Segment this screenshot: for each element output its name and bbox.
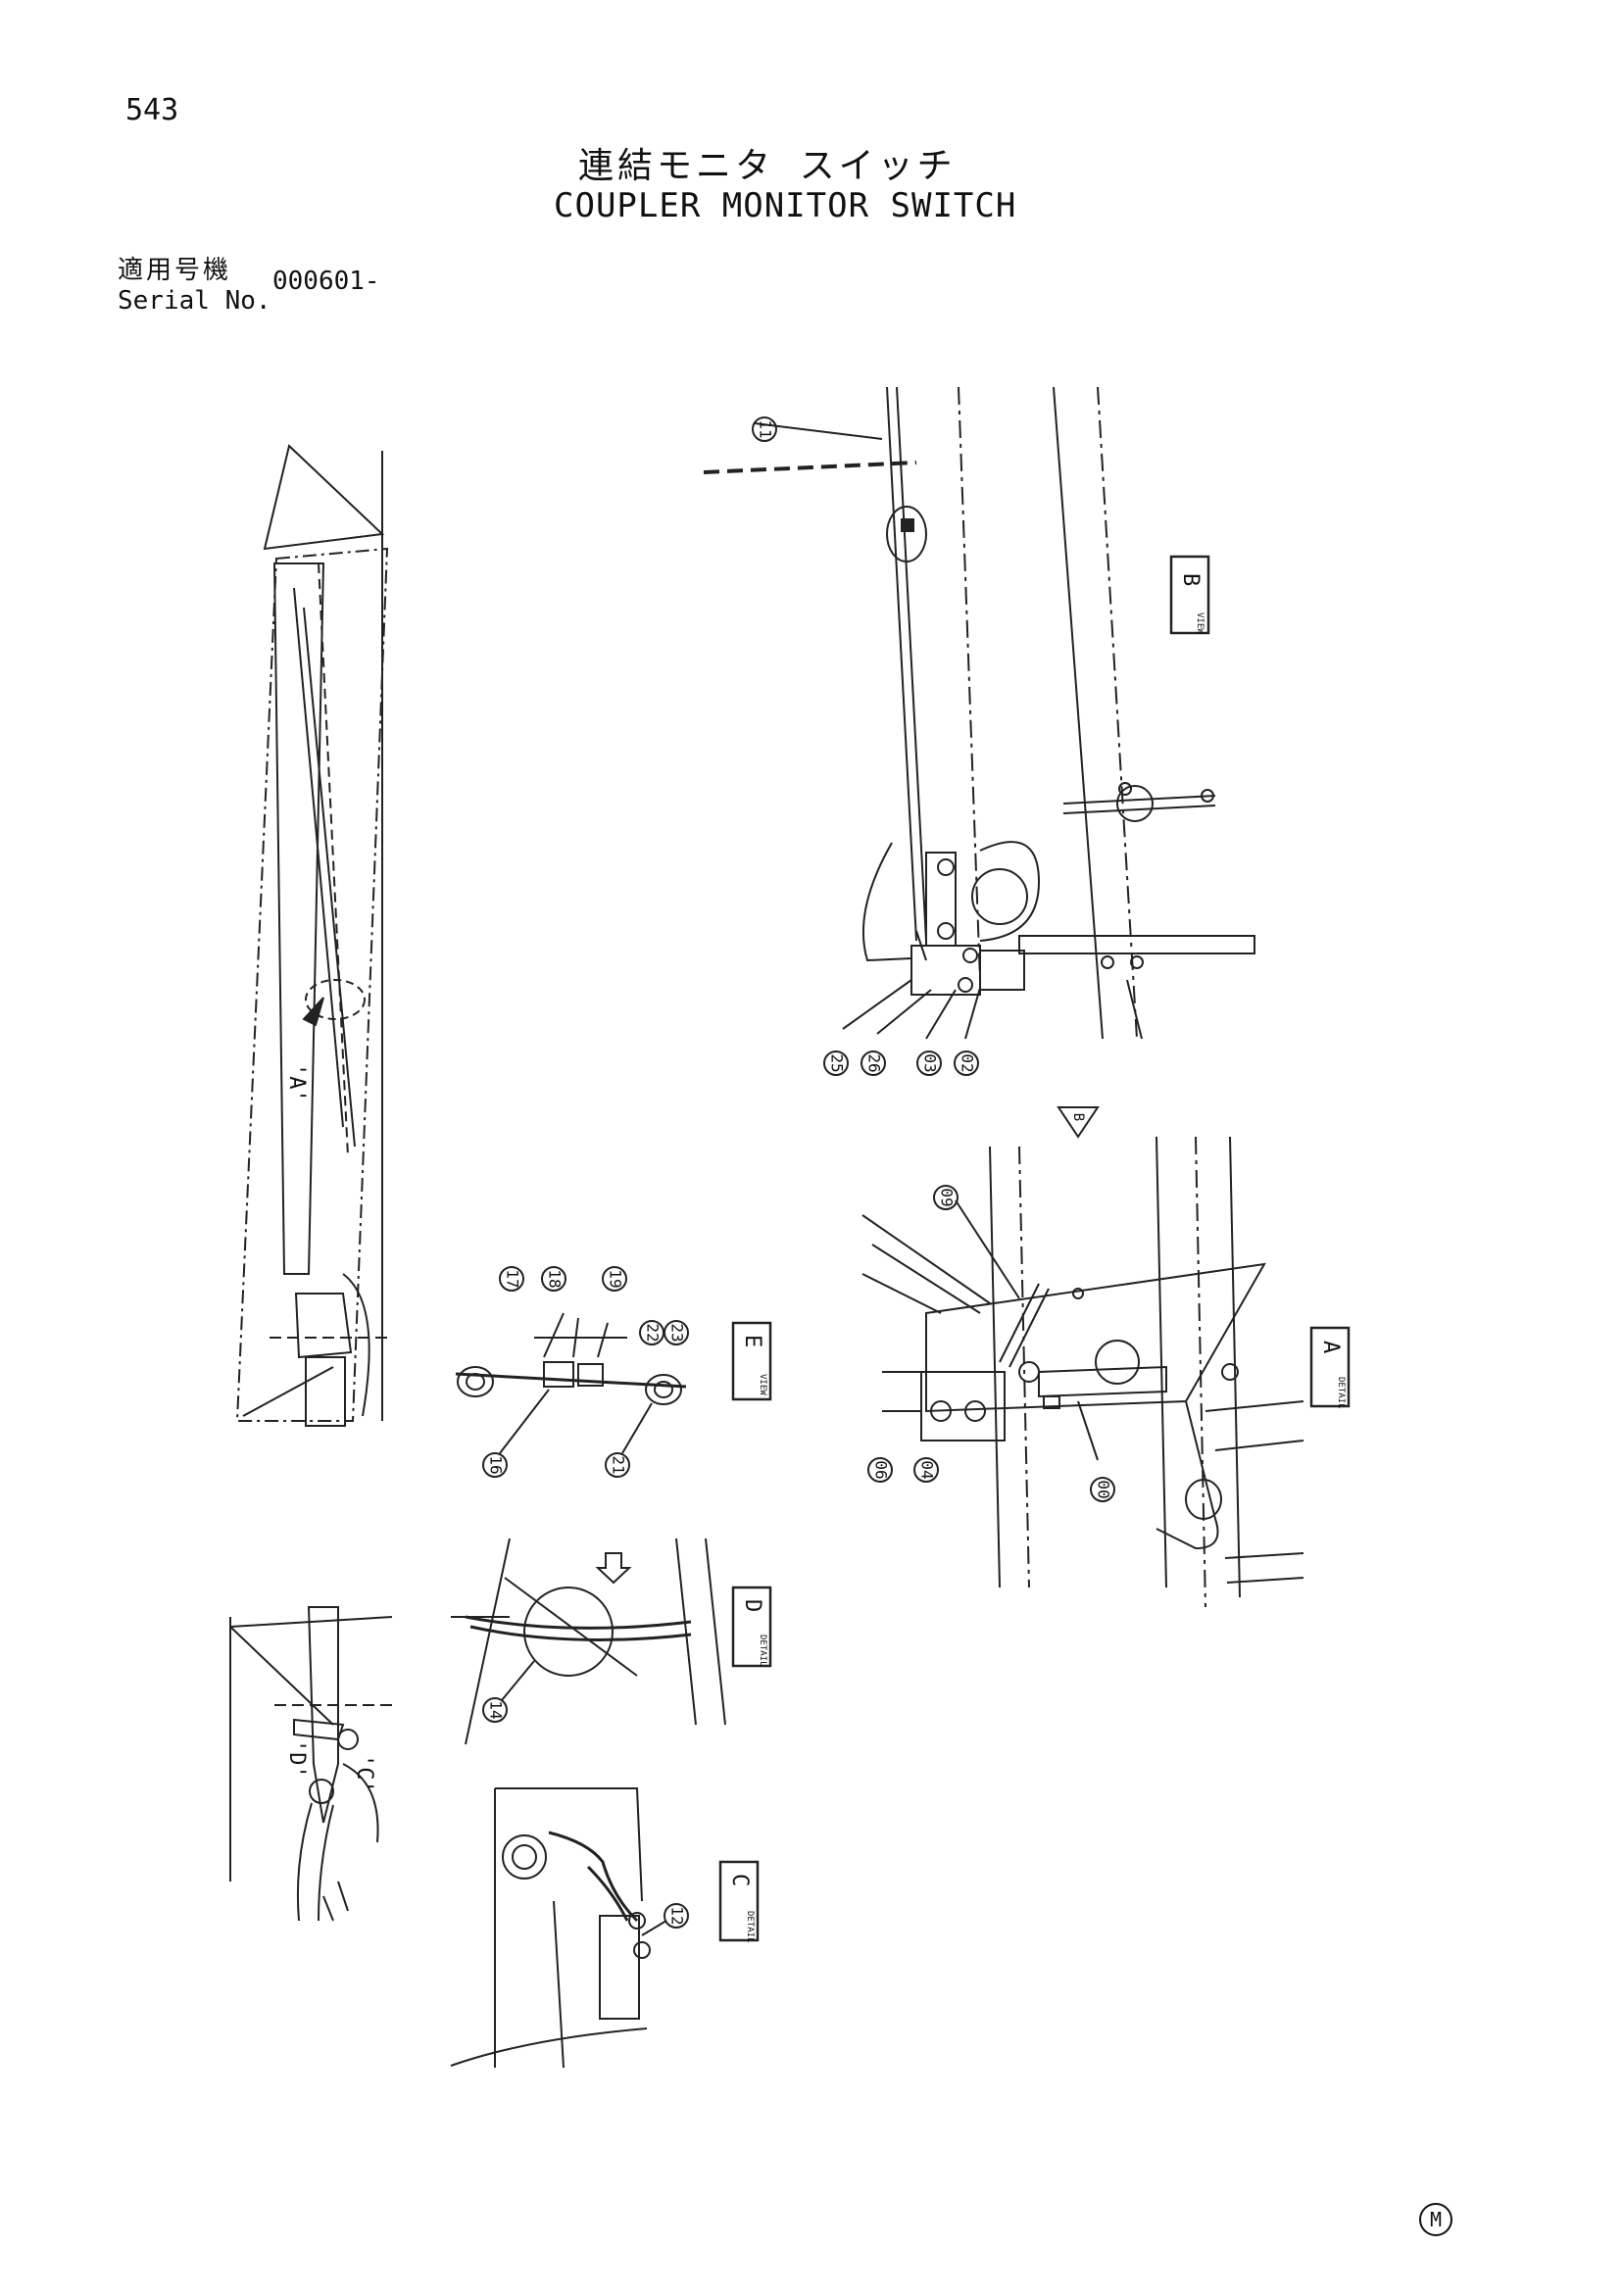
callout-18: 18 (546, 1269, 565, 1288)
detail-a-drawing: B (861, 1106, 1304, 1608)
page-number: 543 (125, 93, 179, 127)
detail-d-caption: DETAIL (758, 1635, 767, 1667)
serial-label-english: Serial No. (118, 286, 271, 316)
detail-c-caption: DETAIL (745, 1911, 755, 1943)
title-japanese: 連結モニタ スイッチ (578, 146, 957, 186)
callout-16: 16 (487, 1455, 506, 1474)
detail-c-drawing: 12 C DETAIL (450, 1787, 760, 2069)
view-e-drawing: 17 18 19 22 23 16 21 E VIEW (455, 1266, 772, 1478)
callout-21: 21 (610, 1455, 628, 1474)
m-mark: M (1419, 2203, 1452, 2236)
title-english: COUPLER MONITOR SWITCH (554, 186, 1017, 225)
serial-number-value: 000601- (272, 267, 380, 296)
callout-03: 03 (921, 1053, 940, 1072)
ref-label-c: 'C' (352, 1754, 376, 1793)
view-b-drawing (703, 386, 1255, 1040)
detail-a-letter: A (1318, 1341, 1343, 1353)
serial-label-japanese: 適用号機 (118, 256, 232, 285)
callout-23: 23 (668, 1323, 687, 1342)
callout-09: 09 (938, 1188, 957, 1206)
callout-11: 11 (757, 419, 775, 438)
callout-17: 17 (504, 1269, 522, 1288)
callout-25: 25 (828, 1053, 847, 1072)
detail-a-label: A DETAIL (1309, 1326, 1351, 1409)
view-b-letter: B (1178, 573, 1203, 586)
view-e-letter: E (740, 1335, 764, 1347)
callout-26: 26 (865, 1053, 884, 1072)
callout-14: 14 (487, 1700, 506, 1719)
callout-circle (752, 416, 777, 442)
view-e-caption: VIEW (758, 1374, 767, 1395)
detail-a-callouts: 09 06 04 00 (867, 1185, 1115, 1502)
view-b-callouts: 11 25 26 03 02 (752, 416, 979, 1076)
callout-06: 06 (872, 1460, 891, 1479)
ref-label-a: 'A' (284, 1063, 309, 1102)
callout-22: 22 (644, 1323, 663, 1342)
detail-d-drawing: 14 D DETAIL (451, 1538, 772, 1745)
callout-00: 00 (1095, 1480, 1113, 1498)
ref-label-d: 'D' (284, 1739, 309, 1779)
callout-02: 02 (959, 1053, 977, 1072)
detail-c-letter: C (727, 1874, 752, 1886)
arm-overall-view: 'A' (235, 444, 392, 1427)
view-b-label: B VIEW (1169, 555, 1210, 634)
callout-04: 04 (918, 1460, 937, 1479)
arm-partial-view: 'D' 'C' (229, 1606, 393, 1922)
callout-19: 19 (607, 1269, 625, 1288)
view-b-caption: VIEW (1195, 612, 1205, 634)
detail-d-letter: D (740, 1599, 764, 1612)
detail-a-caption: DETAIL (1336, 1377, 1346, 1409)
callout-12: 12 (668, 1906, 687, 1925)
arrow-b-label: B (1070, 1113, 1086, 1121)
